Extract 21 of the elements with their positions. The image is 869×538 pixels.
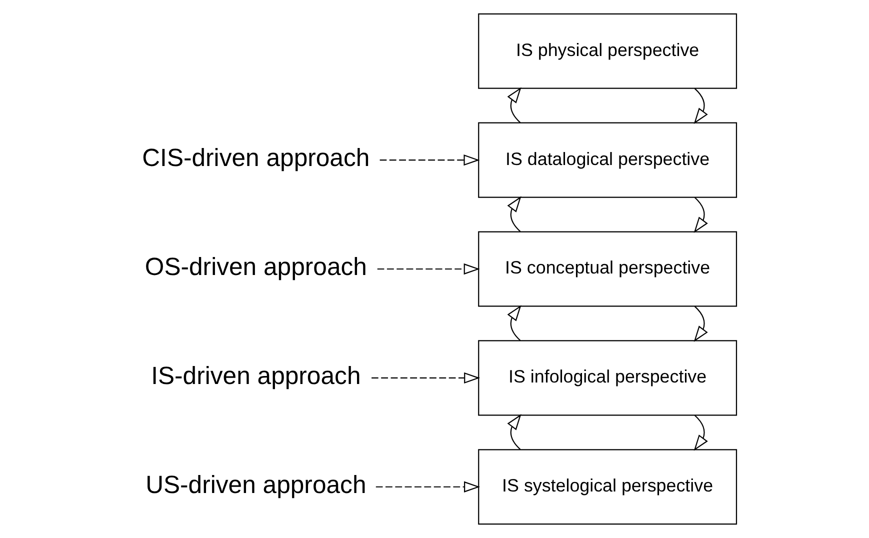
node-box: IS conceptual perspective xyxy=(478,231,738,307)
arrow xyxy=(507,414,522,450)
arrow xyxy=(377,263,480,275)
node-text: OS-driven approach xyxy=(144,254,367,282)
arrow xyxy=(380,154,480,166)
arrow xyxy=(694,414,708,451)
arrow xyxy=(694,306,708,342)
node-text: US-driven approach xyxy=(146,472,366,499)
arrow xyxy=(694,197,708,233)
node-box: IS infological perspective xyxy=(478,340,738,416)
node-text: IS-driven approach xyxy=(151,363,361,390)
arrow xyxy=(694,88,708,124)
arrow xyxy=(372,372,480,384)
arrow xyxy=(507,196,522,232)
node-text: CIS-driven approach xyxy=(142,145,370,172)
node-box: IS systelogical perspective xyxy=(478,449,738,525)
node-box: IS physical perspective xyxy=(478,13,738,89)
arrow xyxy=(507,305,522,341)
arrow xyxy=(376,481,480,492)
node-box: IS datalogical perspective xyxy=(478,122,738,198)
arrow xyxy=(507,87,522,124)
